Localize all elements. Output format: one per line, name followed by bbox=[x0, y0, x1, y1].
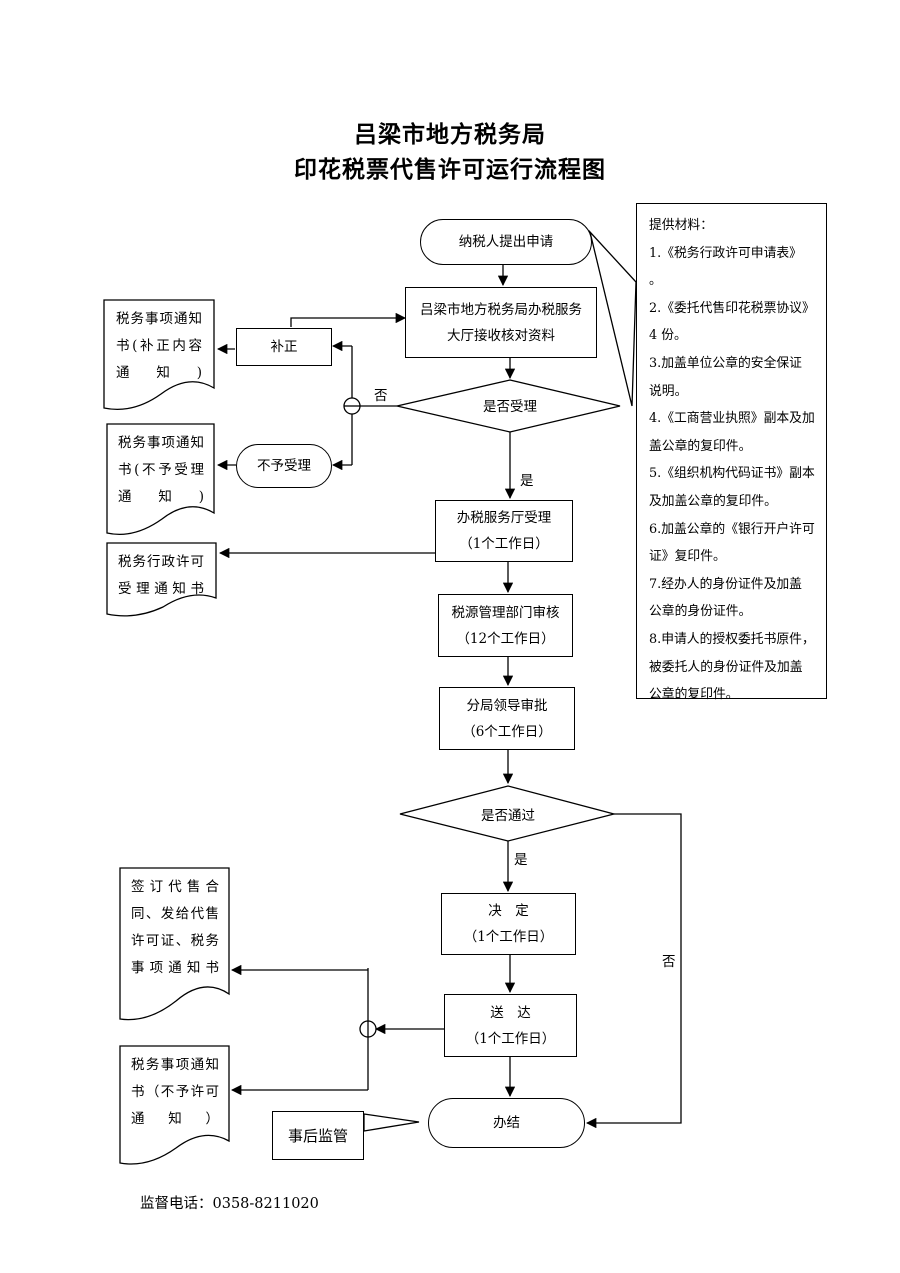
node-reject-label: 不予受理 bbox=[257, 458, 311, 474]
node-start[interactable]: 纳税人提出申请 bbox=[420, 219, 592, 265]
node-dept-review[interactable]: 税源管理部门审核 （12个工作日） bbox=[438, 594, 573, 657]
title-line-2: 印花税票代售许可运行流程图 bbox=[294, 156, 606, 183]
node-dept-review-label: 税源管理部门审核 （12个工作日） bbox=[451, 604, 560, 647]
node-leader-approve-label: 分局领导审批 （6个工作日） bbox=[462, 697, 552, 740]
materials-item-6: 6.加盖公章的《银行开户许可 证》复印件。 bbox=[649, 521, 815, 565]
materials-item-3: 3.加盖单位公章的安全保证 说明。 bbox=[649, 355, 802, 399]
doc-deny-notice: 税务事项通知 书（不予许可 通知） bbox=[131, 1057, 219, 1127]
materials-heading: 提供材料： bbox=[649, 218, 713, 233]
title-line-1: 吕梁市地方税务局 bbox=[354, 121, 546, 148]
label-yes-accept: 是 bbox=[520, 473, 534, 489]
node-decide[interactable]: 决 定 （1个工作日） bbox=[441, 893, 576, 955]
node-decision-pass[interactable]: 是否通过 bbox=[468, 803, 548, 829]
doc-shape-deny bbox=[119, 1045, 230, 1165]
doc-correction-notice: 税务事项通知 书(补正内容 通知) bbox=[116, 311, 202, 381]
node-supervision[interactable]: 事后监管 bbox=[272, 1111, 364, 1160]
node-hall-accept[interactable]: 办税服务厅受理 （1个工作日） bbox=[435, 500, 573, 562]
node-start-label: 纳税人提出申请 bbox=[458, 234, 554, 250]
node-leader-approve[interactable]: 分局领导审批 （6个工作日） bbox=[439, 687, 575, 750]
doc-shape-correction bbox=[103, 299, 215, 411]
doc-approve-docs: 签订代售合 同、发给代售 许可证、税务 事项通知书 bbox=[131, 879, 219, 976]
materials-item-2: 2.《委托代售印花税票协议》 4 份。 bbox=[649, 300, 815, 344]
supervision-callout bbox=[363, 1113, 420, 1132]
materials-item-8: 8.申请人的授权委托书原件， 被委托人的身份证件及加盖 公章的复印件。 bbox=[649, 631, 815, 703]
node-deliver[interactable]: 送 达 （1个工作日） bbox=[444, 994, 577, 1057]
doc-shape-accept bbox=[106, 542, 217, 617]
node-reject[interactable]: 不予受理 bbox=[236, 444, 332, 488]
decision-pass-label: 是否通过 bbox=[481, 808, 535, 824]
label-no-pass: 否 bbox=[662, 954, 676, 970]
node-intake[interactable]: 吕梁市地方税务局办税服务 大厅接收核对资料 bbox=[405, 287, 597, 358]
node-finish-label: 办结 bbox=[493, 1115, 520, 1131]
label-yes-pass: 是 bbox=[514, 852, 528, 868]
materials-item-5: 5.《组织机构代码证书》副本 及加盖公章的复印件。 bbox=[649, 466, 815, 509]
decision-accept-diamond bbox=[396, 379, 621, 433]
label-no-accept: 否 bbox=[374, 388, 388, 404]
doc-shape-approve bbox=[119, 867, 230, 1021]
node-deliver-label: 送 达 （1个工作日） bbox=[465, 1004, 556, 1047]
node-decision-accept[interactable]: 是否受理 bbox=[470, 394, 550, 420]
materials-item-1: 1.《税务行政许可申请表》 。 bbox=[649, 245, 802, 289]
node-intake-label: 吕梁市地方税务局办税服务 大厅接收核对资料 bbox=[420, 301, 582, 344]
materials-callout bbox=[588, 229, 637, 407]
doc-accept-notice: 税务行政许可 受理通知书 bbox=[118, 554, 204, 597]
doc-shape-reject bbox=[106, 423, 215, 536]
node-decide-label: 决 定 （1个工作日） bbox=[463, 903, 554, 945]
decision-accept-label: 是否受理 bbox=[483, 399, 537, 415]
node-hall-accept-label: 办税服务厅受理 （1个工作日） bbox=[456, 510, 552, 552]
node-finish[interactable]: 办结 bbox=[428, 1098, 585, 1148]
arrow-decision-no-finish bbox=[585, 813, 682, 1129]
node-correction-label: 补正 bbox=[270, 339, 298, 355]
doc-reject-notice: 税务事项通知 书(不予受理 通知) bbox=[118, 435, 204, 505]
node-supervision-label: 事后监管 bbox=[287, 1126, 348, 1145]
materials-panel: 提供材料： 1.《税务行政许可申请表》 。 2.《委托代售印花税票协议》 4 份… bbox=[636, 203, 827, 702]
materials-item-7: 7.经办人的身份证件及加盖 公章的身份证件。 bbox=[649, 576, 802, 620]
materials-item-4: 4.《工商营业执照》副本及加 盖公章的复印件。 bbox=[649, 411, 815, 454]
arrow-correction-intake bbox=[290, 312, 407, 327]
supervision-phone: 监督电话：0358-8211020 bbox=[140, 1196, 319, 1212]
node-correction[interactable]: 补正 bbox=[236, 328, 332, 366]
decision-pass-diamond bbox=[399, 785, 617, 842]
